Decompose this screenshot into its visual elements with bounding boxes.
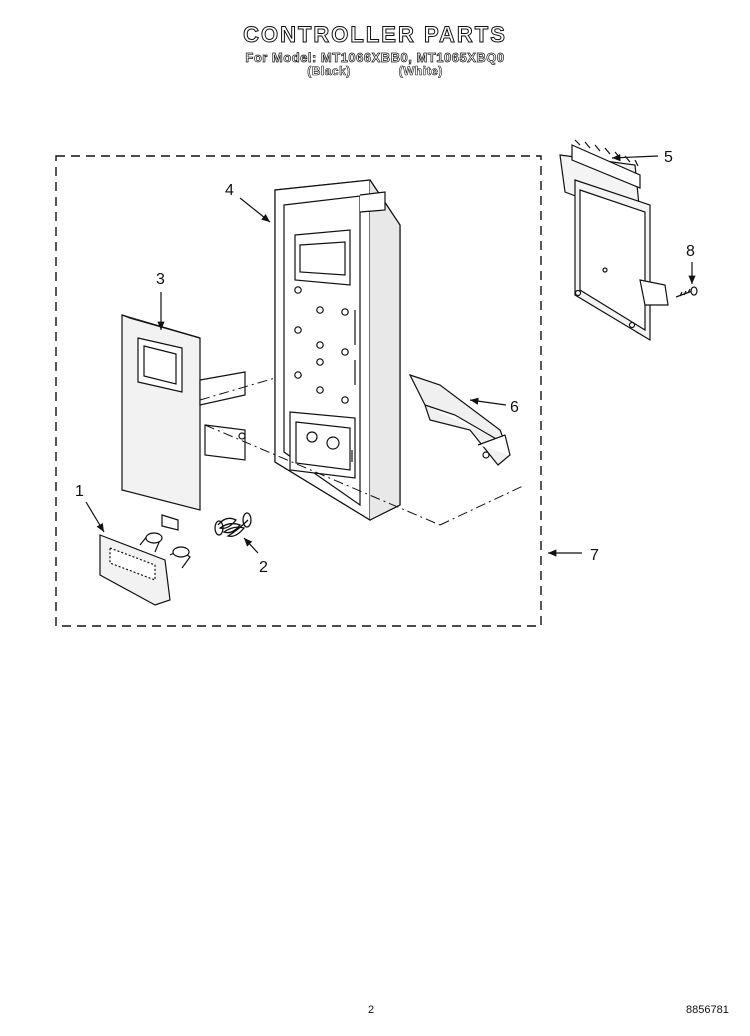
control-knob bbox=[99, 532, 191, 606]
color-variants: (Black) (White) bbox=[0, 64, 750, 79]
callout-6: 6 bbox=[510, 399, 519, 416]
callout-8: 8 bbox=[686, 243, 695, 260]
color-black-label: (Black) bbox=[307, 64, 351, 79]
spring bbox=[214, 512, 252, 537]
callout-leader-6 bbox=[469, 397, 507, 406]
callout-leader-1 bbox=[85, 501, 105, 533]
touch-pad bbox=[121, 314, 246, 531]
control-panel-frame bbox=[274, 179, 401, 522]
callout-1: 1 bbox=[75, 483, 84, 500]
callout-5: 5 bbox=[664, 149, 673, 166]
latch-bracket bbox=[408, 373, 511, 466]
page-title: CONTROLLER PARTS bbox=[243, 22, 507, 48]
assembly-boundary bbox=[55, 155, 542, 627]
page-number: 2 bbox=[368, 1004, 375, 1016]
callout-leader-4 bbox=[239, 197, 271, 223]
screw bbox=[675, 286, 698, 298]
callout-7: 7 bbox=[590, 547, 599, 564]
callout-leaders bbox=[85, 154, 696, 557]
callout-2: 2 bbox=[259, 559, 268, 576]
alignment-lines bbox=[199, 377, 526, 526]
callout-leader-5 bbox=[611, 154, 659, 162]
callout-4: 4 bbox=[225, 182, 234, 199]
model-line: For Model: MT1066XBB0, MT1065XBQ0 bbox=[245, 50, 505, 66]
document-number: 8856781 bbox=[686, 1004, 729, 1016]
color-white-label: (White) bbox=[398, 64, 443, 79]
circuit-board bbox=[559, 139, 669, 342]
callout-leader-2 bbox=[243, 537, 259, 554]
callout-3: 3 bbox=[156, 271, 165, 288]
